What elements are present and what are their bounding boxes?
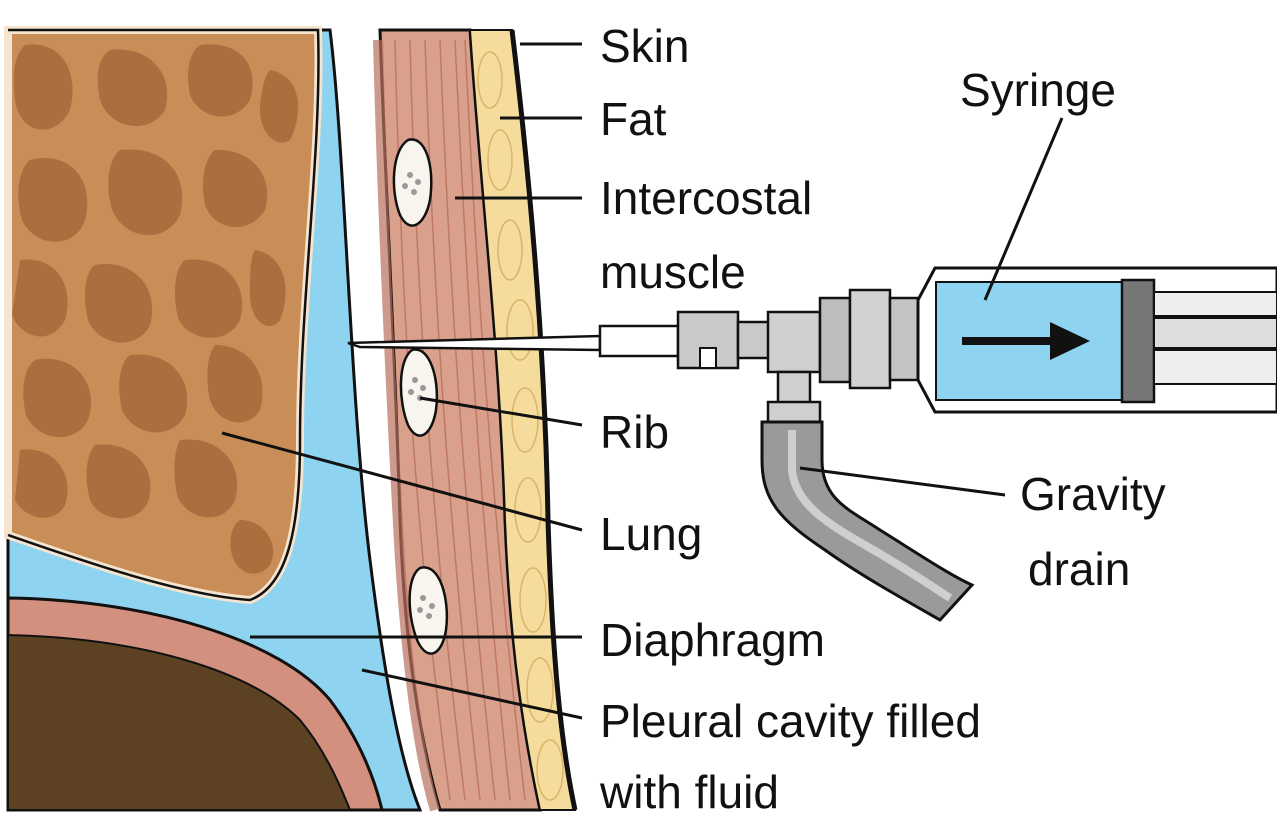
label-syringe: Syringe [960,64,1116,116]
syringe-plunger-rod [1154,292,1277,316]
label-skin: Skin [600,20,689,72]
label-gravity-line1: Gravity [1020,468,1166,520]
label-gravity-line2: drain [1028,543,1130,595]
syringe [918,268,1277,412]
label-rib: Rib [600,406,669,458]
rib-middle [401,350,437,436]
label-diaphragm: Diaphragm [600,614,825,666]
label-fat: Fat [600,93,667,145]
stopcock [738,290,918,406]
label-intercostal-line2: muscle [600,246,746,298]
label-pleural-line1: Pleural cavity filled [600,695,981,747]
label-pleural-line2: with fluid [599,766,779,818]
needle-hub [678,312,738,368]
label-intercostal-line1: Intercostal [600,172,812,224]
syringe-plunger-seal [1122,280,1154,402]
gravity-drain [762,402,972,620]
label-lung: Lung [600,508,702,560]
rib-upper [394,139,431,225]
